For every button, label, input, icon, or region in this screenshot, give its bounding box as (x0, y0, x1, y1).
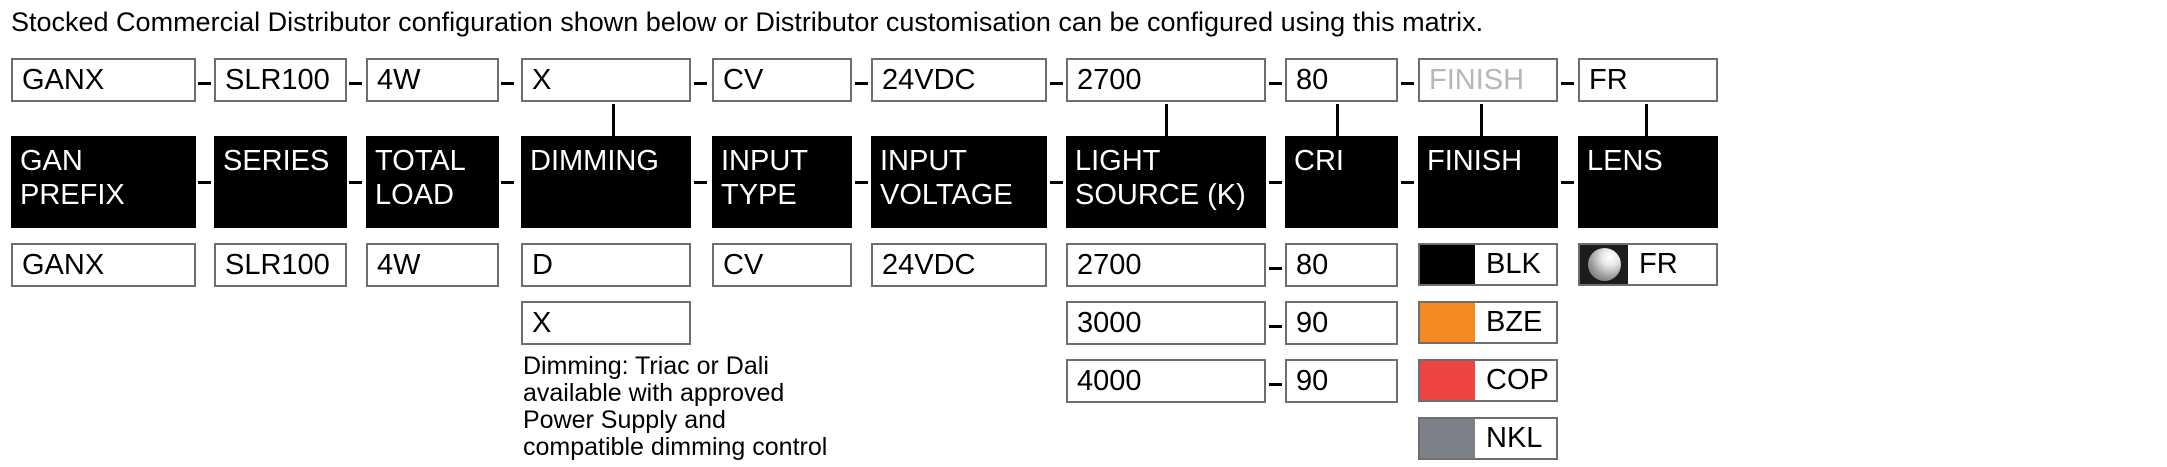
option-finish-1[interactable]: BZE (1418, 301, 1558, 344)
option-gan-prefix-0[interactable]: GANX (11, 243, 196, 287)
config-value-input-type[interactable]: CV (712, 58, 852, 102)
config-value-cri[interactable]: 80 (1285, 58, 1398, 102)
config-value-light-source[interactable]: 2700 (1066, 58, 1266, 102)
config-dash-4 (694, 82, 707, 85)
header-series: SERIES (214, 136, 347, 228)
config-dash-8 (1401, 82, 1414, 85)
config-value-input-voltage[interactable]: 24VDC (871, 58, 1047, 102)
option-lens-0[interactable]: FR (1578, 243, 1718, 286)
config-value-total-load[interactable]: 4W (366, 58, 499, 102)
config-dash-9 (1561, 82, 1574, 85)
config-value-series[interactable]: SLR100 (214, 58, 347, 102)
connector-lens (1645, 104, 1648, 136)
option-dash-row2 (1269, 325, 1282, 328)
config-dash-5 (855, 82, 868, 85)
finish-swatch-nkl-icon (1420, 419, 1475, 458)
header-dash-8 (1401, 181, 1414, 184)
option-cri-2[interactable]: 90 (1285, 359, 1398, 403)
finish-code-1: BZE (1486, 306, 1543, 338)
header-dash-5 (855, 181, 868, 184)
option-light-source-1[interactable]: 3000 (1066, 301, 1266, 345)
header-dash-3 (501, 181, 514, 184)
config-value-lens[interactable]: FR (1578, 58, 1718, 102)
config-dash-7 (1269, 82, 1282, 85)
finish-code-0: BLK (1486, 248, 1541, 280)
option-light-source-0[interactable]: 2700 (1066, 243, 1266, 287)
header-dash-9 (1561, 181, 1574, 184)
header-dash-4 (694, 181, 707, 184)
header-dash-1 (198, 181, 211, 184)
option-series-0[interactable]: SLR100 (214, 243, 347, 287)
header-cri: CRI (1285, 136, 1398, 228)
config-dash-2 (349, 82, 362, 85)
option-finish-2[interactable]: COP (1418, 359, 1558, 402)
finish-code-3: NKL (1486, 422, 1543, 454)
header-light-source: LIGHT SOURCE (K) (1066, 136, 1266, 228)
finish-swatch-cop-icon (1420, 361, 1475, 400)
option-dash-row1 (1269, 267, 1282, 270)
header-gan-prefix: GAN PREFIX (11, 136, 196, 228)
config-value-dimming[interactable]: X (521, 58, 691, 102)
config-value-finish[interactable]: FINISH (1418, 58, 1558, 102)
header-input-type: INPUT TYPE (712, 136, 852, 228)
connector-light-source (1165, 104, 1168, 136)
option-finish-3[interactable]: NKL (1418, 417, 1558, 460)
option-input-voltage-0[interactable]: 24VDC (871, 243, 1047, 287)
lens-code-0: FR (1639, 248, 1678, 280)
header-input-voltage: INPUT VOLTAGE (871, 136, 1047, 228)
header-dash-2 (349, 181, 362, 184)
intro-text: Stocked Commercial Distributor configura… (11, 7, 1484, 37)
option-cri-0[interactable]: 80 (1285, 243, 1398, 287)
config-value-gan-prefix[interactable]: GANX (11, 58, 196, 102)
option-cri-1[interactable]: 90 (1285, 301, 1398, 345)
option-light-source-2[interactable]: 4000 (1066, 359, 1266, 403)
header-dimming: DIMMING (521, 136, 691, 228)
finish-code-2: COP (1486, 364, 1549, 396)
header-total-load: TOTAL LOAD (366, 136, 499, 228)
header-lens: LENS (1578, 136, 1718, 228)
config-dash-1 (198, 82, 211, 85)
option-finish-0[interactable]: BLK (1418, 243, 1558, 286)
config-dash-6 (1050, 82, 1063, 85)
connector-cri (1336, 104, 1339, 136)
frosted-lens-icon (1580, 245, 1628, 284)
header-finish: FINISH (1418, 136, 1558, 228)
option-total-load-0[interactable]: 4W (366, 243, 499, 287)
connector-dimming (612, 104, 615, 136)
finish-swatch-blk-icon (1420, 245, 1475, 284)
option-dimming-0[interactable]: D (521, 243, 691, 287)
header-dash-7 (1269, 181, 1282, 184)
dimming-note: Dimming: Triac or Dali available with ap… (523, 352, 828, 461)
option-dimming-1[interactable]: X (521, 301, 691, 345)
config-dash-3 (501, 82, 514, 85)
finish-swatch-bze-icon (1420, 303, 1475, 342)
option-dash-row3 (1269, 383, 1282, 386)
connector-finish (1480, 104, 1483, 136)
header-dash-6 (1050, 181, 1063, 184)
option-input-type-0[interactable]: CV (712, 243, 852, 287)
